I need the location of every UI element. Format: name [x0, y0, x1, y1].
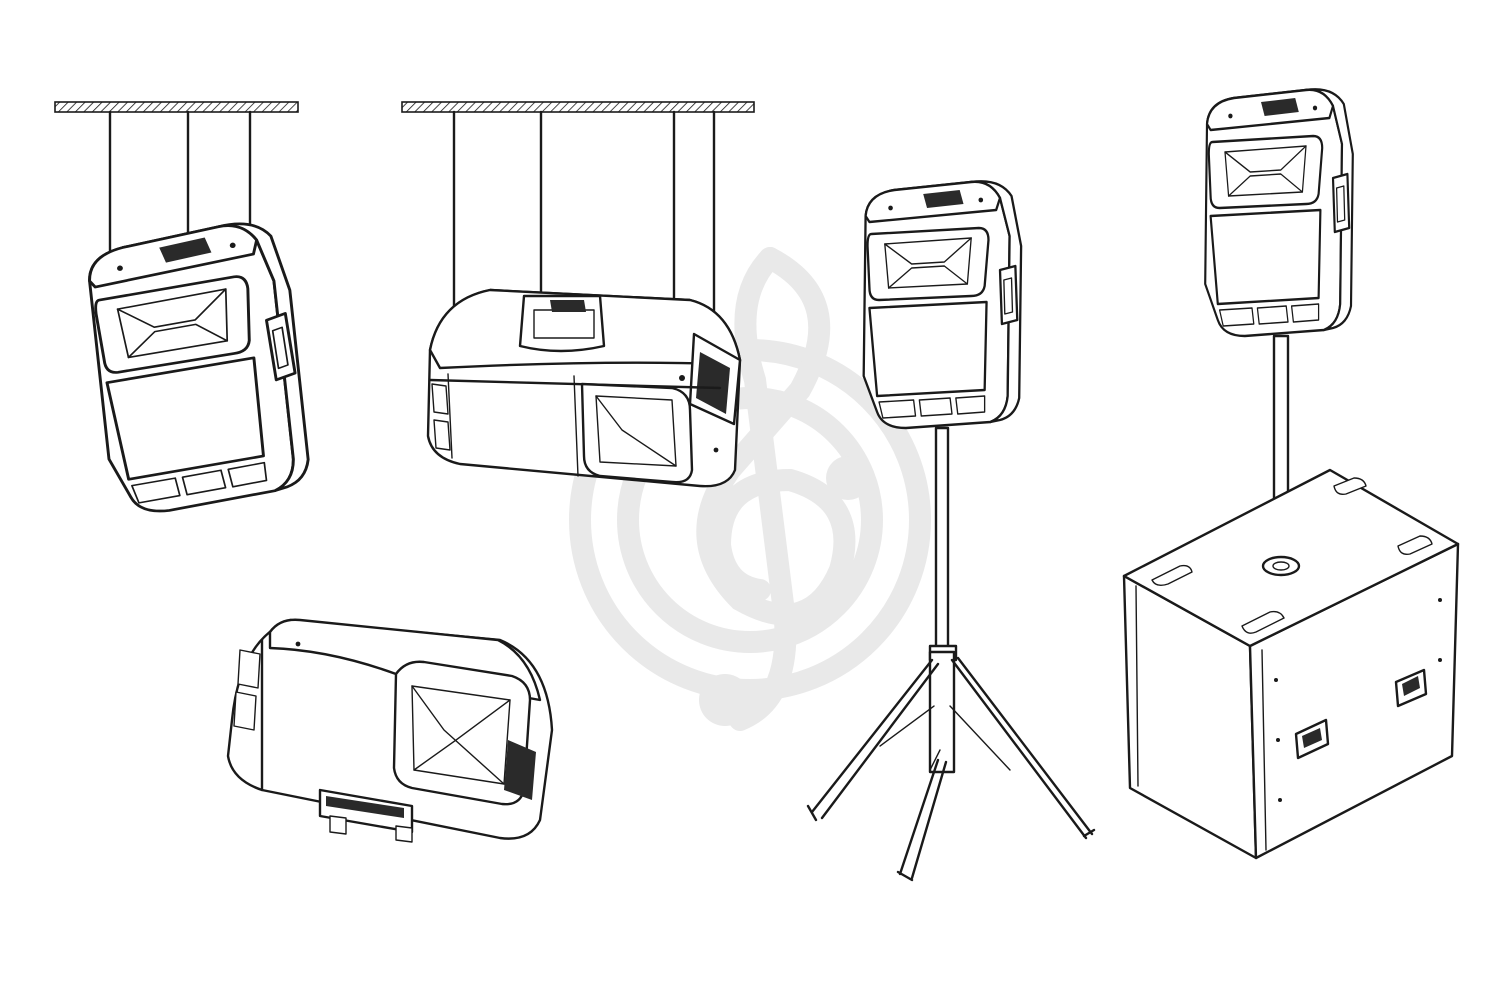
hanging-cables-middle	[452, 110, 716, 322]
subwoofer-icon	[1122, 468, 1460, 860]
ceiling-mount-icon	[401, 101, 755, 113]
tripod-stand-icon	[806, 426, 1096, 882]
speaker-icon	[426, 288, 742, 488]
treble-clef-watermark-icon	[569, 247, 931, 731]
speaker-icon	[862, 180, 1023, 430]
speaker-icon	[226, 618, 554, 843]
ceiling-mount-icon	[54, 101, 299, 113]
speaker-icon	[1203, 88, 1355, 338]
speaker-icon	[80, 216, 317, 519]
